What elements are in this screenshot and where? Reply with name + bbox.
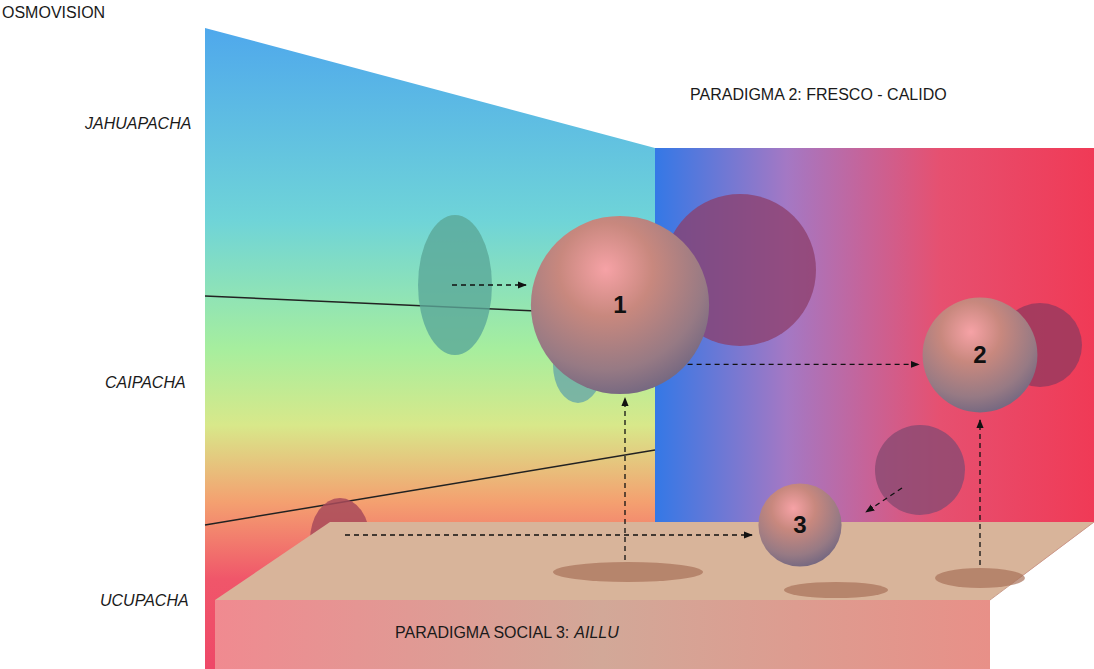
dashed-arrow [688, 364, 919, 365]
diagram-label: CAIPACHA [105, 374, 186, 392]
sphere: 3 [758, 483, 842, 567]
callout-number: 2 [973, 341, 986, 369]
sphere: 1 [530, 215, 710, 395]
sphere: 2 [922, 297, 1038, 413]
diagram-label: JAHUAPACHA [85, 115, 191, 133]
diagram-label: UCUPACHA [100, 592, 189, 610]
diagram-label: PARADIGMA 2: FRESCO - CALIDO [690, 86, 947, 104]
diagram-label: PARADIGMA SOCIAL 3: [395, 624, 569, 642]
callout-number: 1 [613, 291, 626, 319]
diagram-label: OSMOVISION [2, 4, 105, 22]
diagram-label: AILLU [574, 624, 618, 642]
callout-number: 3 [793, 511, 806, 539]
